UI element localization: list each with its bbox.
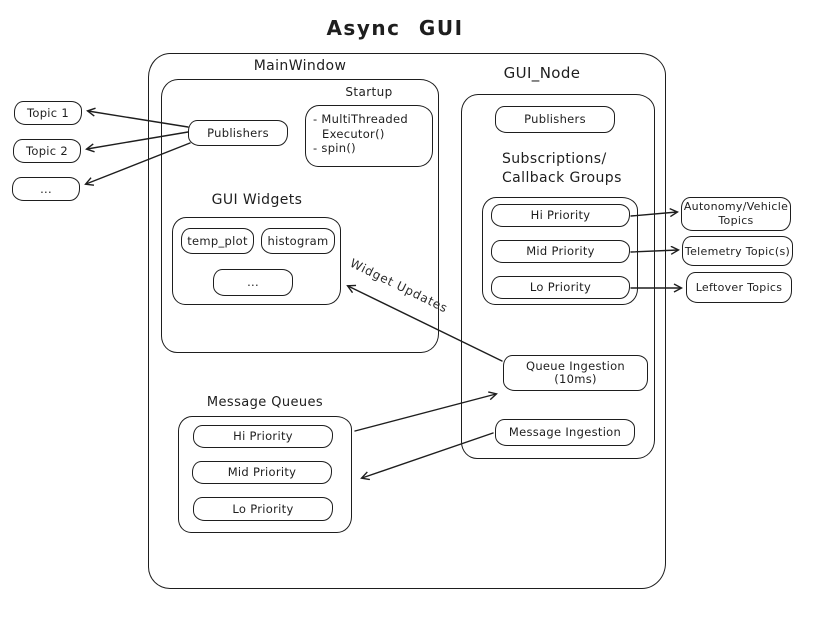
right-topic-telemetry-node: Telemetry Topic(s) — [682, 236, 793, 266]
startup-box — [305, 105, 433, 167]
subscription-lo-priority-node: Lo Priority — [491, 276, 630, 299]
startup-label: Startup — [345, 85, 393, 99]
right-topic-autonomy-vehicle-node: Autonomy/Vehicle Topics — [681, 197, 791, 231]
widget-ellipsis-node: ... — [213, 269, 293, 296]
queue-mid-priority-node: Mid Priority — [192, 461, 332, 484]
queue-hi-priority-node: Hi Priority — [193, 425, 333, 448]
subscription-hi-priority-node: Hi Priority — [491, 204, 630, 227]
gui-widgets-box — [172, 217, 341, 305]
mainwindow-label: MainWindow — [253, 58, 347, 74]
gui-node-box — [461, 94, 655, 459]
system-outer-box — [148, 53, 666, 589]
left-topic-1-node: Topic 1 — [14, 101, 82, 125]
left-topic-ellipsis-node: ... — [12, 177, 80, 201]
gui-node-publishers-node: Publishers — [495, 106, 615, 133]
mainwindow-publishers-node: Publishers — [188, 120, 288, 146]
gui-node-label: GUI_Node — [503, 64, 581, 82]
startup-text: - MultiThreaded Executor() - spin() — [313, 112, 431, 156]
mainwindow-box — [161, 79, 439, 353]
message-ingestion-node: Message Ingestion — [495, 419, 635, 446]
gui-widgets-label: GUI Widgets — [211, 192, 303, 208]
left-topic-2-node: Topic 2 — [13, 139, 81, 163]
queue-ingestion-node: Queue Ingestion (10ms) — [503, 355, 648, 391]
widget-histogram-node: histogram — [261, 228, 335, 254]
message-queues-box — [178, 416, 352, 533]
startup-line-spin: - spin() — [313, 141, 356, 155]
subscriptions-label: Subscriptions/ Callback Groups — [502, 151, 622, 186]
widget-temp-plot-node: temp_plot — [181, 228, 254, 254]
queue-lo-priority-node: Lo Priority — [193, 497, 333, 521]
startup-line-multithreaded: - MultiThreaded — [313, 112, 409, 126]
diagram-title: Async GUI — [326, 16, 464, 40]
message-queues-label: Message Queues — [206, 395, 324, 410]
subscription-mid-priority-node: Mid Priority — [491, 240, 630, 263]
startup-line-executor: Executor() — [322, 126, 385, 141]
right-topic-leftover-node: Leftover Topics — [686, 272, 792, 303]
